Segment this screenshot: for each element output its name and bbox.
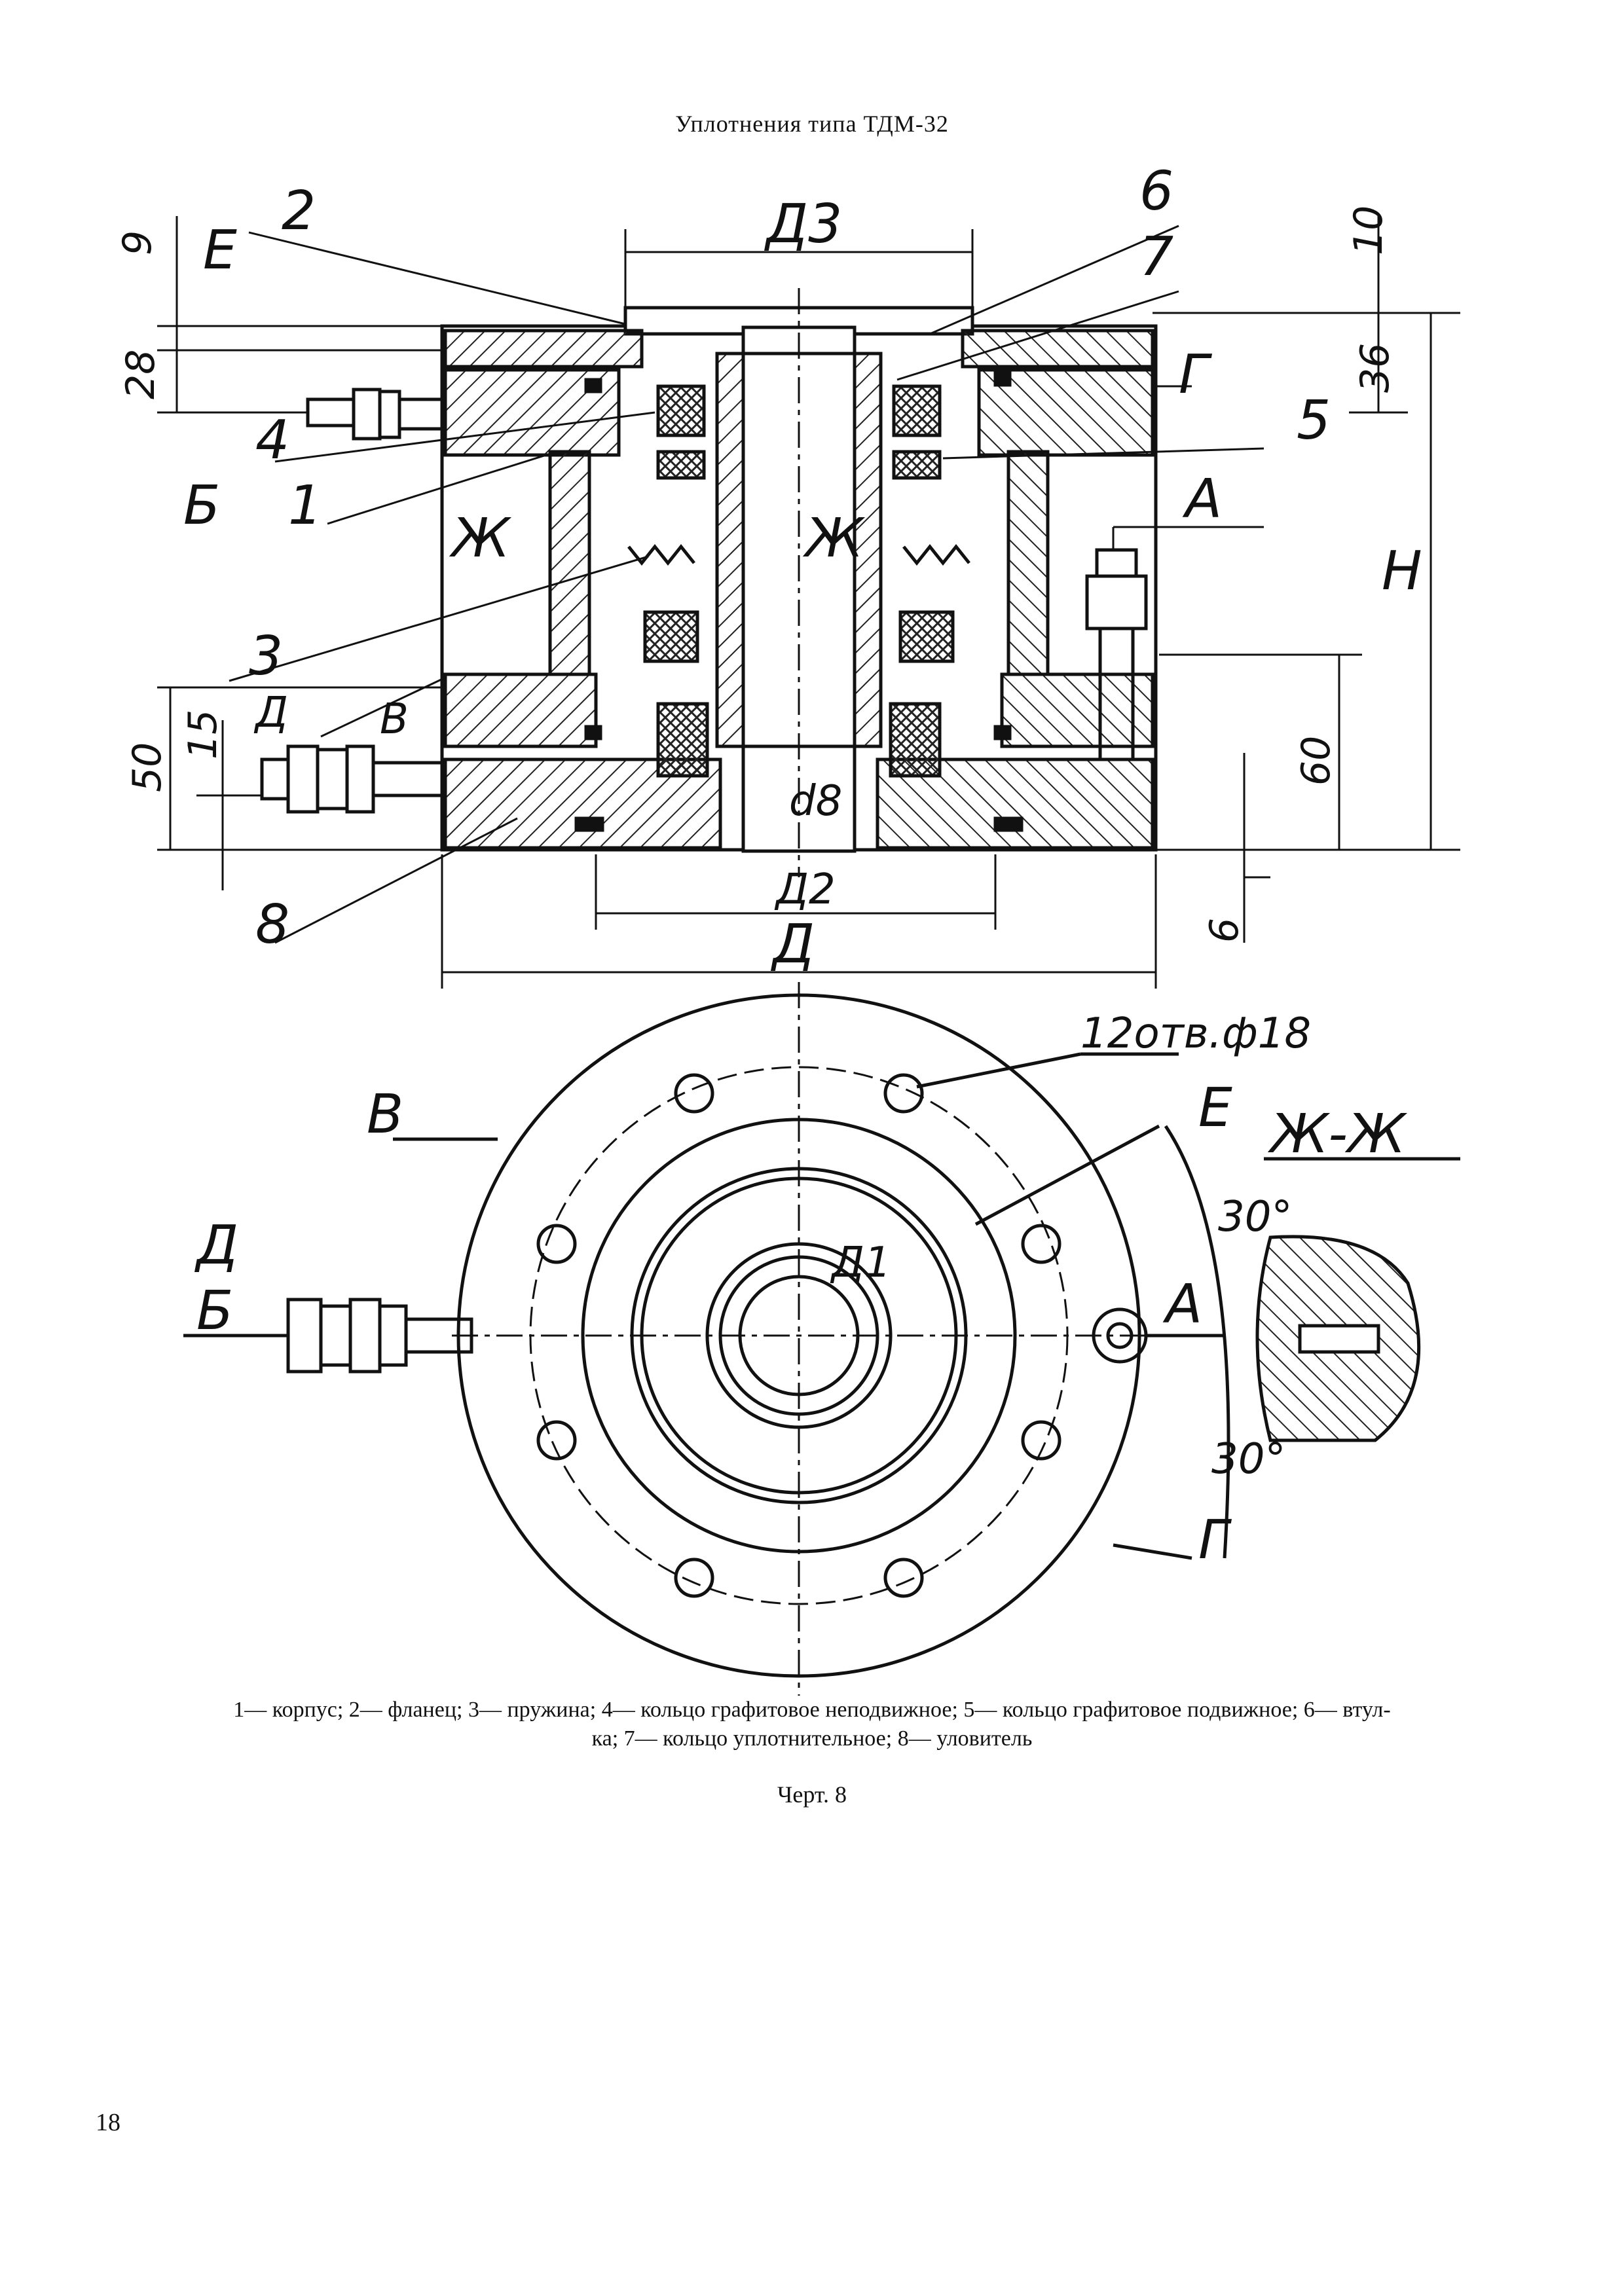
label-p3: 3 (249, 625, 283, 687)
section-view (260, 288, 1158, 877)
label-zh-center: Ж (802, 507, 866, 570)
label-dd-plan: Д (194, 1214, 238, 1277)
label-dd: Д (253, 689, 288, 737)
drawing-labels: Д3 Д2 Д d8 Н Е Б Г А Д В Ж Ж 2 6 7 5 4 1… (115, 160, 1422, 1571)
caption-line-2: ка; 7— кольцо уплотнительное; 8— уловите… (591, 1726, 1033, 1751)
label-a: А (1182, 468, 1222, 530)
label-p4: 4 (255, 409, 289, 471)
label-e: Е (203, 219, 237, 282)
label-d8: d8 (789, 777, 842, 826)
label-p8: 8 (255, 894, 289, 956)
label-b-plan: Б (196, 1280, 233, 1342)
label-p5: 5 (1297, 390, 1331, 452)
label-d: Д (771, 913, 815, 975)
label-d3: Д3 (764, 193, 842, 255)
dim-6: 6 (1202, 918, 1247, 943)
label-angle-bottom: 30° (1211, 1435, 1285, 1484)
dimension-lines (157, 216, 1460, 989)
figure-caption: 1— корпус; 2— фланец; 3— пружина; 4— кол… (92, 1696, 1532, 1753)
label-p2: 2 (282, 180, 316, 242)
label-p1: 1 (288, 475, 322, 537)
label-g: Г (1179, 344, 1213, 406)
label-b: Б (183, 475, 220, 537)
label-h: Н (1382, 540, 1422, 602)
plan-view (183, 982, 1460, 1696)
label-angle-top: 30° (1218, 1193, 1292, 1241)
label-zh-section: Ж-Ж (1267, 1103, 1408, 1165)
label-v-plan: В (367, 1084, 403, 1146)
label-p7: 7 (1139, 226, 1173, 288)
dim-10: 10 (1346, 206, 1392, 255)
label-holes: 12отв.ф18 (1080, 1010, 1311, 1058)
caption-line-1: 1— корпус; 2— фланец; 3— пружина; 4— кол… (233, 1698, 1391, 1722)
dim-15: 15 (180, 710, 226, 759)
label-p6: 6 (1139, 160, 1173, 223)
dim-50: 50 (124, 742, 170, 792)
label-d1: Д1 (830, 1239, 891, 1287)
dim-9: 9 (115, 230, 160, 255)
dim-36: 36 (1352, 343, 1398, 393)
page-header: Уплотнения типа ТДМ-32 (675, 111, 949, 137)
technical-drawing: Д3 Д2 Д d8 Н Е Б Г А Д В Ж Ж 2 6 7 5 4 1… (115, 160, 1460, 1696)
dim-60: 60 (1293, 736, 1339, 786)
dim-28: 28 (118, 350, 164, 399)
label-a-plan: А (1162, 1273, 1202, 1336)
page-number: 18 (96, 2109, 120, 2136)
label-v: В (380, 695, 409, 744)
figure-number: Черт. 8 (777, 1781, 847, 1808)
label-g-plan: Г (1198, 1509, 1232, 1571)
label-e-plan: Е (1198, 1077, 1232, 1139)
label-zh-left: Ж (449, 507, 512, 570)
label-d2: Д2 (774, 866, 836, 914)
